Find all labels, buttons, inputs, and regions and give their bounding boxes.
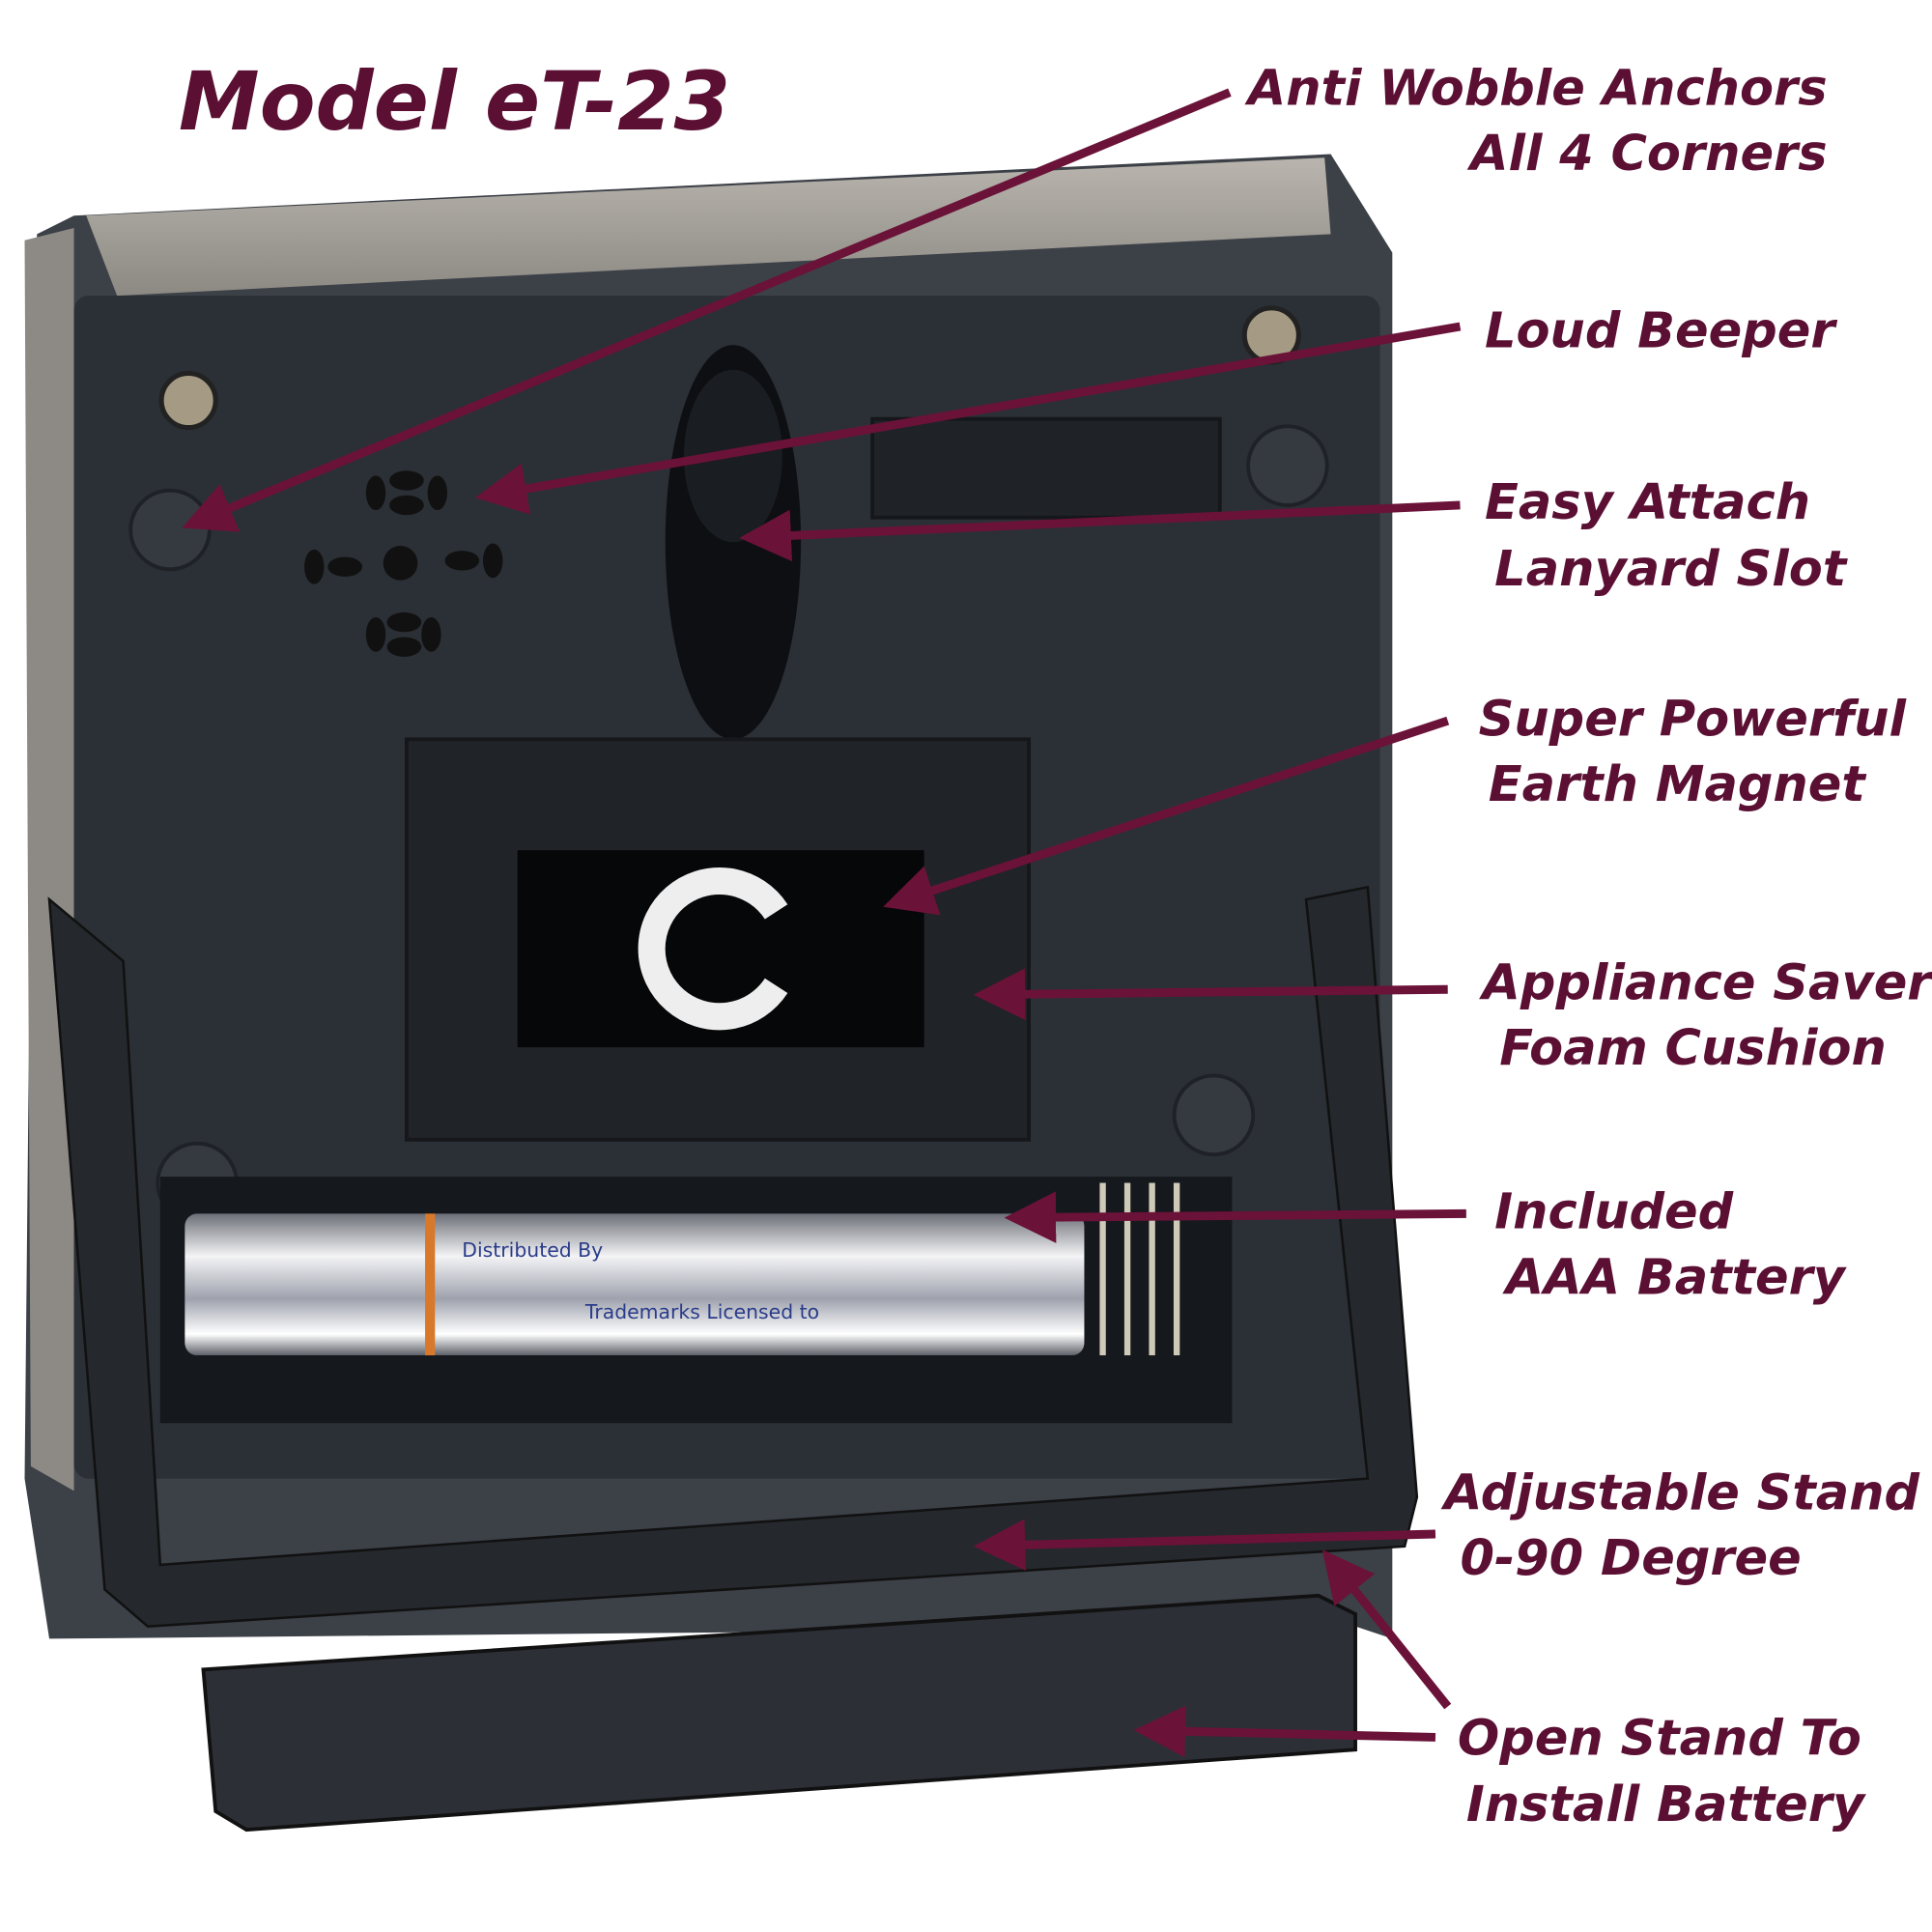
silver-top-band xyxy=(86,157,1331,297)
callout-open-stand-line1: Open Stand To xyxy=(1458,1710,1861,1767)
callout-open-stand-line2: Install Battery xyxy=(1466,1776,1867,1833)
callout-foam-line1: Appliance Saver xyxy=(1478,954,1932,1011)
aaa-battery xyxy=(185,1213,1085,1356)
callout-arrows xyxy=(182,88,1466,1758)
callout-anti-wobble-line1: Anti Wobble Anchors xyxy=(1244,60,1828,117)
callout-battery-line2: AAA Battery xyxy=(1502,1249,1848,1306)
magnet-icon xyxy=(638,867,788,1031)
label-recess xyxy=(870,416,1222,520)
battery-door xyxy=(201,1593,1357,1833)
callout-loud-beeper: Loud Beeper xyxy=(1485,303,1837,360)
battery-text-trademarks: Trademarks Licensed to xyxy=(584,1300,819,1323)
side-edge xyxy=(24,227,74,1492)
beeper-grille xyxy=(304,470,503,657)
callout-stand-line1: Adjustable Stand xyxy=(1440,1464,1920,1521)
anchor-foot xyxy=(128,488,212,572)
adjustable-stand xyxy=(47,885,1419,1628)
callout-lanyard-line1: Easy Attach xyxy=(1485,474,1810,531)
callout-magnet-line1: Super Powerful xyxy=(1479,691,1908,748)
anchor-foot xyxy=(1172,1073,1256,1157)
callout-foam-line2: Foam Cushion xyxy=(1499,1020,1887,1077)
callout-anti-wobble-line2: All 4 Corners xyxy=(1466,126,1828,183)
callout-magnet-line2: Earth Magnet xyxy=(1489,756,1867,813)
model-title: Model eT-23 xyxy=(179,54,730,149)
battery-text-distributed: Distributed By xyxy=(462,1238,603,1262)
callout-lanyard-line2: Lanyard Slot xyxy=(1494,541,1848,598)
callout-stand-line2: 0-90 Degree xyxy=(1460,1530,1801,1587)
battery-spring xyxy=(1099,1182,1180,1356)
anchor-foot xyxy=(1246,424,1329,507)
callout-battery-line1: Included xyxy=(1494,1184,1733,1241)
screw-icon xyxy=(158,370,218,431)
